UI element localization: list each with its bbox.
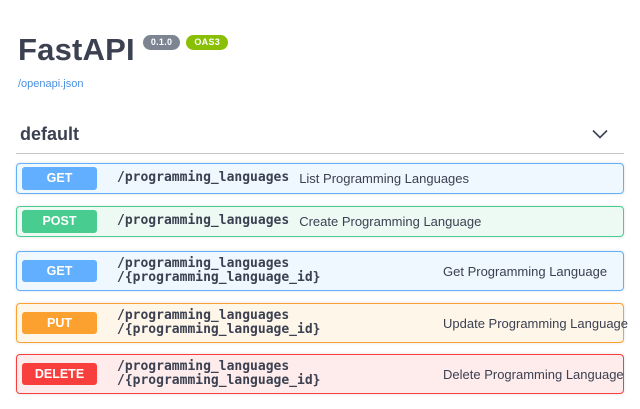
method-badge: GET — [22, 259, 97, 283]
chevron-down-icon — [592, 129, 608, 139]
endpoint-summary: Create Programming Language — [299, 214, 482, 229]
section-header-default[interactable]: default — [16, 124, 624, 154]
collapse-section-button[interactable] — [580, 125, 620, 144]
endpoint-path: /programming_languages — [117, 170, 290, 186]
version-badge: 0.1.0 — [142, 35, 181, 50]
endpoint-summary: Get Programming Language — [443, 263, 608, 279]
endpoint-row[interactable]: PUT /programming_languages/{programming_… — [16, 303, 628, 343]
method-badge: PUT — [22, 311, 97, 335]
endpoint-row[interactable]: DELETE /programming_languages/{programmi… — [16, 354, 624, 394]
oas3-badge: OAS3 — [186, 35, 229, 50]
endpoint-row[interactable]: GET /programming_languages List Programm… — [16, 163, 624, 194]
endpoint-path: /programming_languages/{programming_lang… — [117, 307, 321, 337]
endpoint-path: /programming_languages/{programming_lang… — [117, 358, 321, 388]
endpoint-path: /programming_languages/{programming_lang… — [117, 255, 321, 285]
endpoint-row[interactable]: GET /programming_languages/{programming_… — [16, 251, 624, 291]
method-badge: DELETE — [22, 362, 97, 386]
api-info-header: FastAPI 0.1.0 OAS3 /openapi.json — [0, 0, 640, 92]
endpoint-row[interactable]: POST /programming_languages Create Progr… — [16, 206, 624, 237]
endpoint-summary: Delete Programming Language — [443, 366, 624, 382]
method-badge: GET — [22, 167, 97, 190]
section-title: default — [20, 124, 80, 144]
endpoint-list: GET /programming_languages List Programm… — [16, 163, 628, 394]
default-section: default GET /programming_languages List … — [0, 124, 640, 394]
endpoint-summary: Update Programming Language — [443, 315, 629, 331]
endpoint-path: /programming_languages — [117, 213, 290, 229]
openapi-json-link[interactable]: /openapi.json — [18, 78, 84, 90]
endpoint-summary: List Programming Languages — [299, 171, 470, 186]
version-badges: 0.1.0 OAS3 — [142, 35, 229, 50]
page-title: FastAPI — [18, 32, 135, 67]
method-badge: POST — [22, 210, 97, 233]
